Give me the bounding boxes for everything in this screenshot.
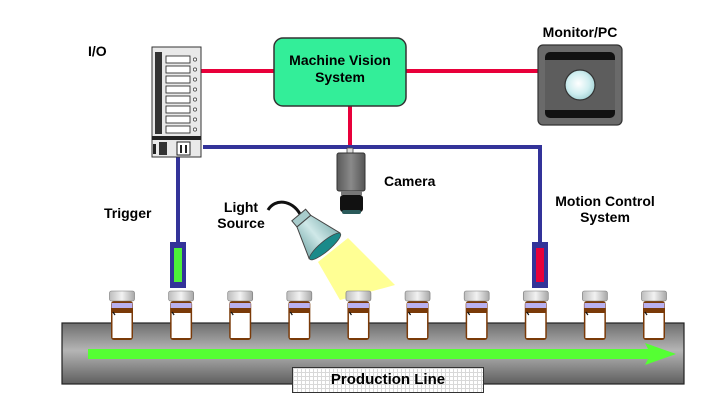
- mvs-label-line1: Machine Vision: [289, 52, 391, 68]
- io-slot: [165, 85, 191, 94]
- trigger-sensor-icon: [170, 242, 186, 288]
- bottle: [641, 290, 667, 340]
- trigger-label: Trigger: [104, 205, 152, 221]
- flow-arrow: [88, 343, 676, 365]
- io-terminal: [193, 67, 197, 72]
- motion-label-line1: Motion Control: [555, 193, 655, 209]
- bottle: [109, 290, 135, 340]
- light-beam: [318, 238, 395, 300]
- machine-vision-box: [273, 37, 407, 107]
- motion-control-sensor-icon: [532, 242, 548, 288]
- camera-label: Camera: [384, 173, 436, 189]
- motion-control-label: Motion Control System: [540, 193, 670, 225]
- io-terminal: [193, 77, 197, 82]
- bottle: [463, 290, 490, 340]
- bottle: [286, 290, 313, 340]
- io-terminal: [193, 127, 197, 132]
- bottle: [227, 290, 254, 340]
- io-terminal: [193, 117, 197, 122]
- io-slot: [165, 65, 191, 74]
- io-slot: [165, 125, 191, 134]
- bottle: [582, 290, 608, 340]
- light-label-line2: Source: [217, 215, 265, 231]
- bottles: [109, 290, 667, 340]
- io-terminal: [193, 87, 197, 92]
- io-slot: [165, 75, 191, 84]
- motion-label-line2: System: [580, 209, 630, 225]
- io-slot: [165, 105, 191, 114]
- lamp-icon: [266, 200, 342, 261]
- light-label-line1: Light: [223, 199, 259, 215]
- io-label: I/O: [88, 43, 107, 59]
- mvs-label-line2: System: [315, 69, 365, 85]
- connection-lines: [176, 69, 542, 242]
- light-source-label: Light Source: [212, 199, 270, 231]
- bottle: [345, 290, 372, 340]
- conveyor-icon: [61, 322, 685, 385]
- io-to-motion-control-line: [203, 145, 542, 242]
- io-slot: [165, 55, 191, 64]
- io-slot: [165, 115, 191, 124]
- io-terminal: [193, 107, 197, 112]
- bottle: [522, 290, 549, 340]
- io-slot: [165, 95, 191, 104]
- io-terminal: [193, 97, 197, 102]
- io-terminal: [193, 57, 197, 62]
- production-line-label: Production Line: [292, 367, 484, 393]
- bottle: [168, 290, 194, 340]
- monitor-icon: [537, 44, 623, 126]
- monitor-label: Monitor/PC: [542, 24, 618, 40]
- bottle: [404, 290, 431, 340]
- machine-vision-system-label: Machine Vision System: [272, 52, 408, 86]
- camera-icon: [336, 147, 366, 214]
- io-rack-icon: [151, 46, 202, 158]
